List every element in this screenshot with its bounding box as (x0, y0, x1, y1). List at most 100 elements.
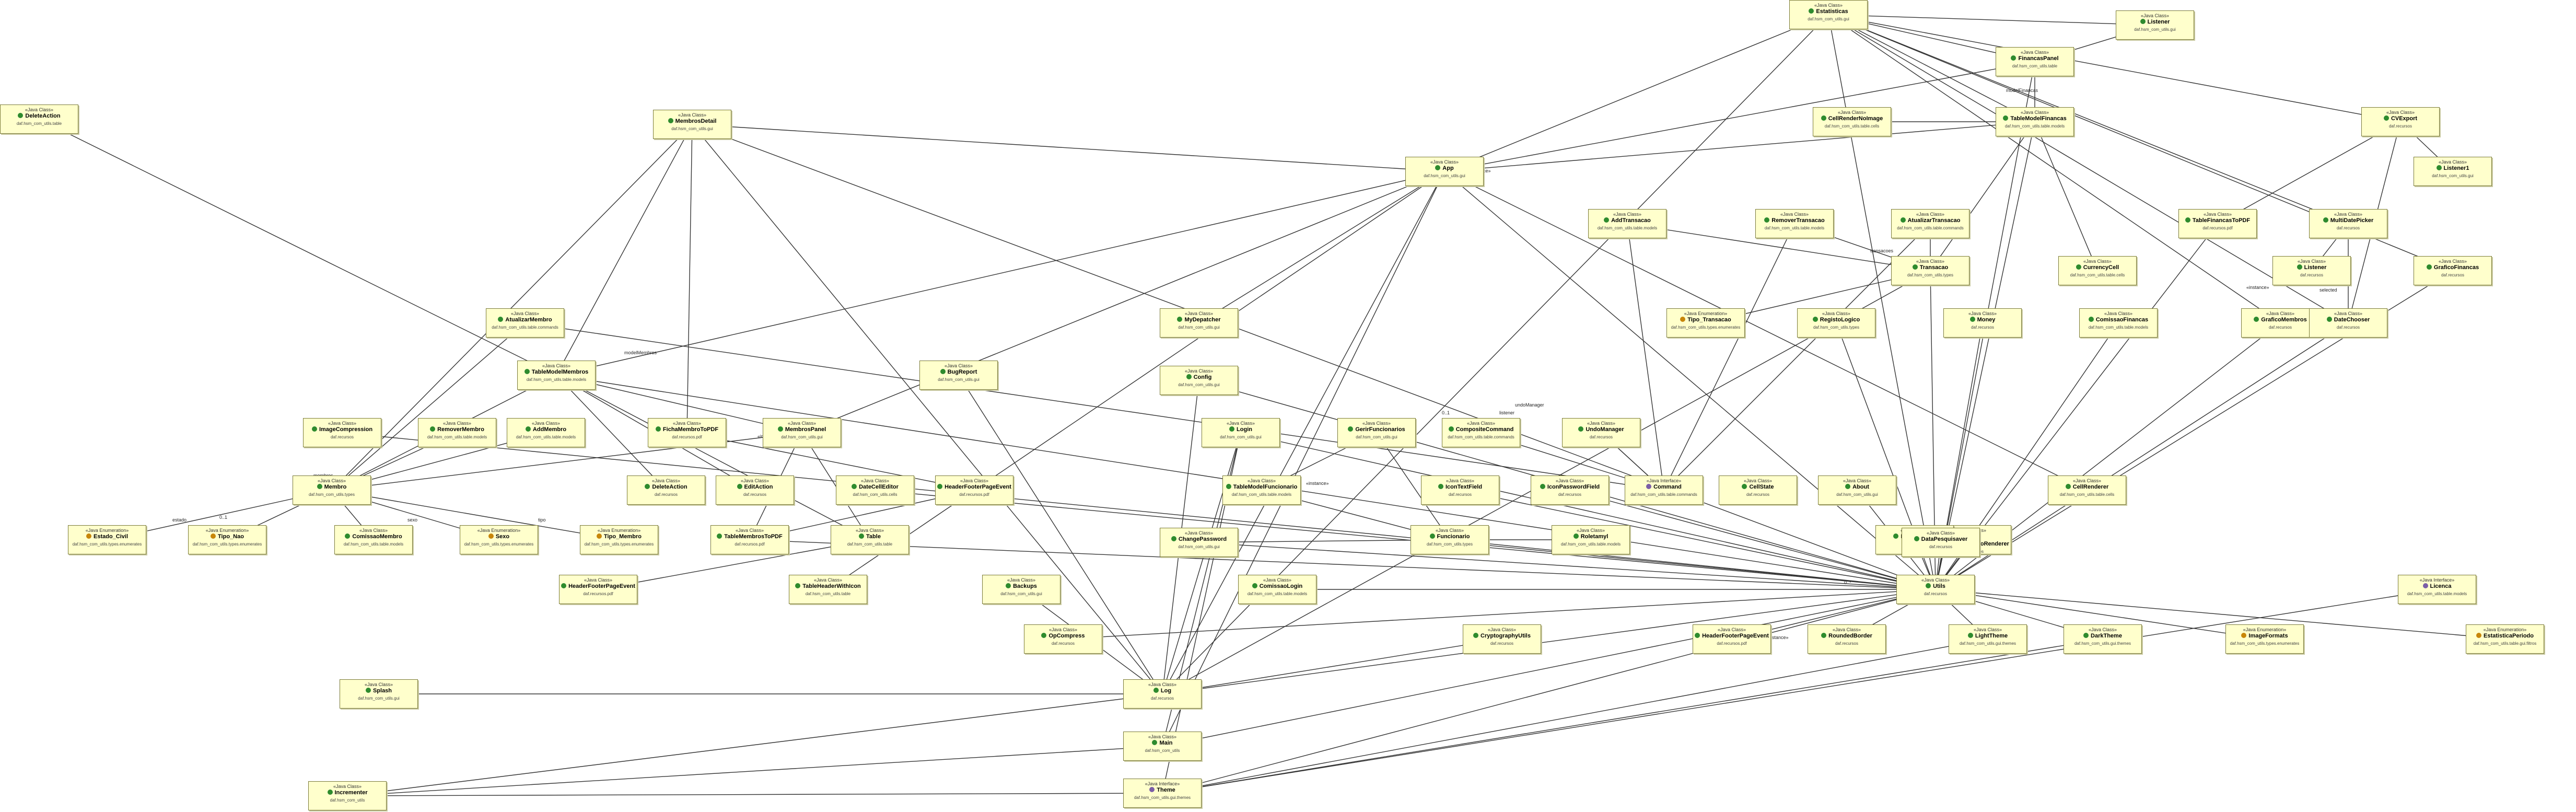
class-name: HeaderFooterPageEvent (1702, 633, 1769, 640)
class-name: Tipo_Nao (218, 533, 244, 540)
class-icon (561, 583, 567, 589)
class-package: daf.recursos.pdf (672, 435, 702, 439)
class-package: daf.hsm_com_utils.gui (1836, 492, 1878, 497)
class-name: Estado_Civil (93, 533, 129, 540)
class-package: daf.recursos.pdf (583, 591, 613, 596)
class-name-row: FichaMembroToPDF (648, 426, 726, 434)
class-name: ImageCompression (319, 426, 373, 433)
class-name-row: BugReport (920, 369, 997, 376)
class-icon (1914, 536, 1919, 542)
class-icon (2383, 115, 2389, 121)
dependency-edge (1627, 223, 1931, 271)
class-stereotype: «Java Class» (317, 478, 346, 483)
class-name-row: Tipo_Membro (580, 533, 658, 541)
dependency-edge (2217, 121, 2401, 224)
class-name-row: Estado_Civil (68, 533, 146, 541)
dependency-edge (1828, 14, 2349, 323)
class-icon (2426, 264, 2432, 270)
